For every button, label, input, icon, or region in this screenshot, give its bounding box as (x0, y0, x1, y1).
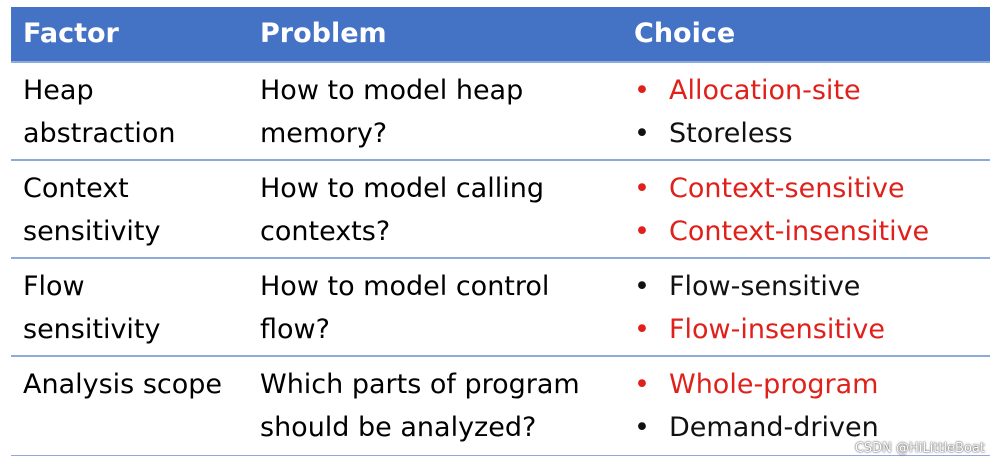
choice-item: • Whole-program (634, 363, 879, 406)
problem-cell: How to model control flow? (260, 259, 549, 355)
factor-table: Factor Problem Choice Heap abstraction H… (11, 7, 990, 456)
factor-cell: Context sensitivity (23, 161, 161, 257)
choice-item: • Flow-insensitive (634, 308, 885, 351)
factor-line: Flow (23, 271, 85, 302)
choice-list: • Flow-sensitive • Flow-insensitive (634, 259, 885, 351)
choice-text: Flow-sensitive (669, 271, 861, 302)
bullet-icon: • (634, 216, 650, 247)
header-problem: Problem (260, 18, 387, 49)
choice-list: • Whole-program • Demand-driven (634, 357, 879, 449)
table-row: Analysis scope Which parts of program sh… (11, 355, 990, 456)
problem-line: How to model calling (260, 173, 544, 204)
choice-text: Demand-driven (669, 412, 879, 443)
factor-line: sensitivity (23, 314, 161, 345)
choice-text: Allocation-site (669, 75, 861, 106)
choice-list: • Allocation-site • Storeless (634, 63, 861, 155)
choice-item: • Flow-sensitive (634, 265, 885, 308)
factor-cell: Heap abstraction (23, 63, 176, 159)
table-row: Context sensitivity How to model calling… (11, 159, 990, 257)
table-header: Factor Problem Choice (11, 7, 990, 61)
choice-item: • Context-insensitive (634, 210, 929, 253)
factor-line: abstraction (23, 118, 176, 149)
watermark: CSDN @HiLittleBoat (854, 441, 985, 456)
choice-item: • Demand-driven (634, 406, 879, 449)
choice-text: Whole-program (669, 369, 879, 400)
choice-text: Flow-insensitive (669, 314, 886, 345)
header-choice: Choice (634, 18, 736, 49)
choice-text: Context-insensitive (669, 216, 930, 247)
choice-item: • Allocation-site (634, 69, 861, 112)
factor-cell: Analysis scope (23, 357, 222, 453)
problem-cell: How to model calling contexts? (260, 161, 544, 257)
choice-item: • Context-sensitive (634, 167, 929, 210)
factor-line: Analysis scope (23, 369, 223, 400)
bullet-icon: • (634, 173, 650, 204)
problem-line: How to model control (260, 271, 550, 302)
problem-line: contexts? (260, 216, 391, 247)
choice-item: • Storeless (634, 112, 861, 155)
table-row: Flow sensitivity How to model control fl… (11, 257, 990, 355)
header-factor: Factor (23, 18, 119, 49)
problem-cell: Which parts of program should be analyze… (260, 357, 580, 453)
choice-text: Context-sensitive (669, 173, 905, 204)
problem-cell: How to model heap memory? (260, 63, 523, 159)
factor-line: sensitivity (23, 216, 161, 247)
choice-list: • Context-sensitive • Context-insensitive (634, 161, 929, 253)
table-row: Heap abstraction How to model heap memor… (11, 61, 990, 159)
problem-line: flow? (260, 314, 330, 345)
bullet-icon: • (634, 314, 650, 345)
choice-text: Storeless (669, 118, 793, 149)
bullet-icon: • (634, 271, 650, 302)
bullet-icon: • (634, 118, 650, 149)
bullet-icon: • (634, 75, 650, 106)
problem-line: How to model heap (260, 75, 524, 106)
factor-cell: Flow sensitivity (23, 259, 161, 355)
bullet-icon: • (634, 412, 650, 443)
factor-line: Heap (23, 75, 94, 106)
problem-line: memory? (260, 118, 388, 149)
bullet-icon: • (634, 369, 650, 400)
problem-line: should be analyzed? (260, 412, 537, 443)
problem-line: Which parts of program (260, 369, 580, 400)
factor-line: Context (23, 173, 129, 204)
